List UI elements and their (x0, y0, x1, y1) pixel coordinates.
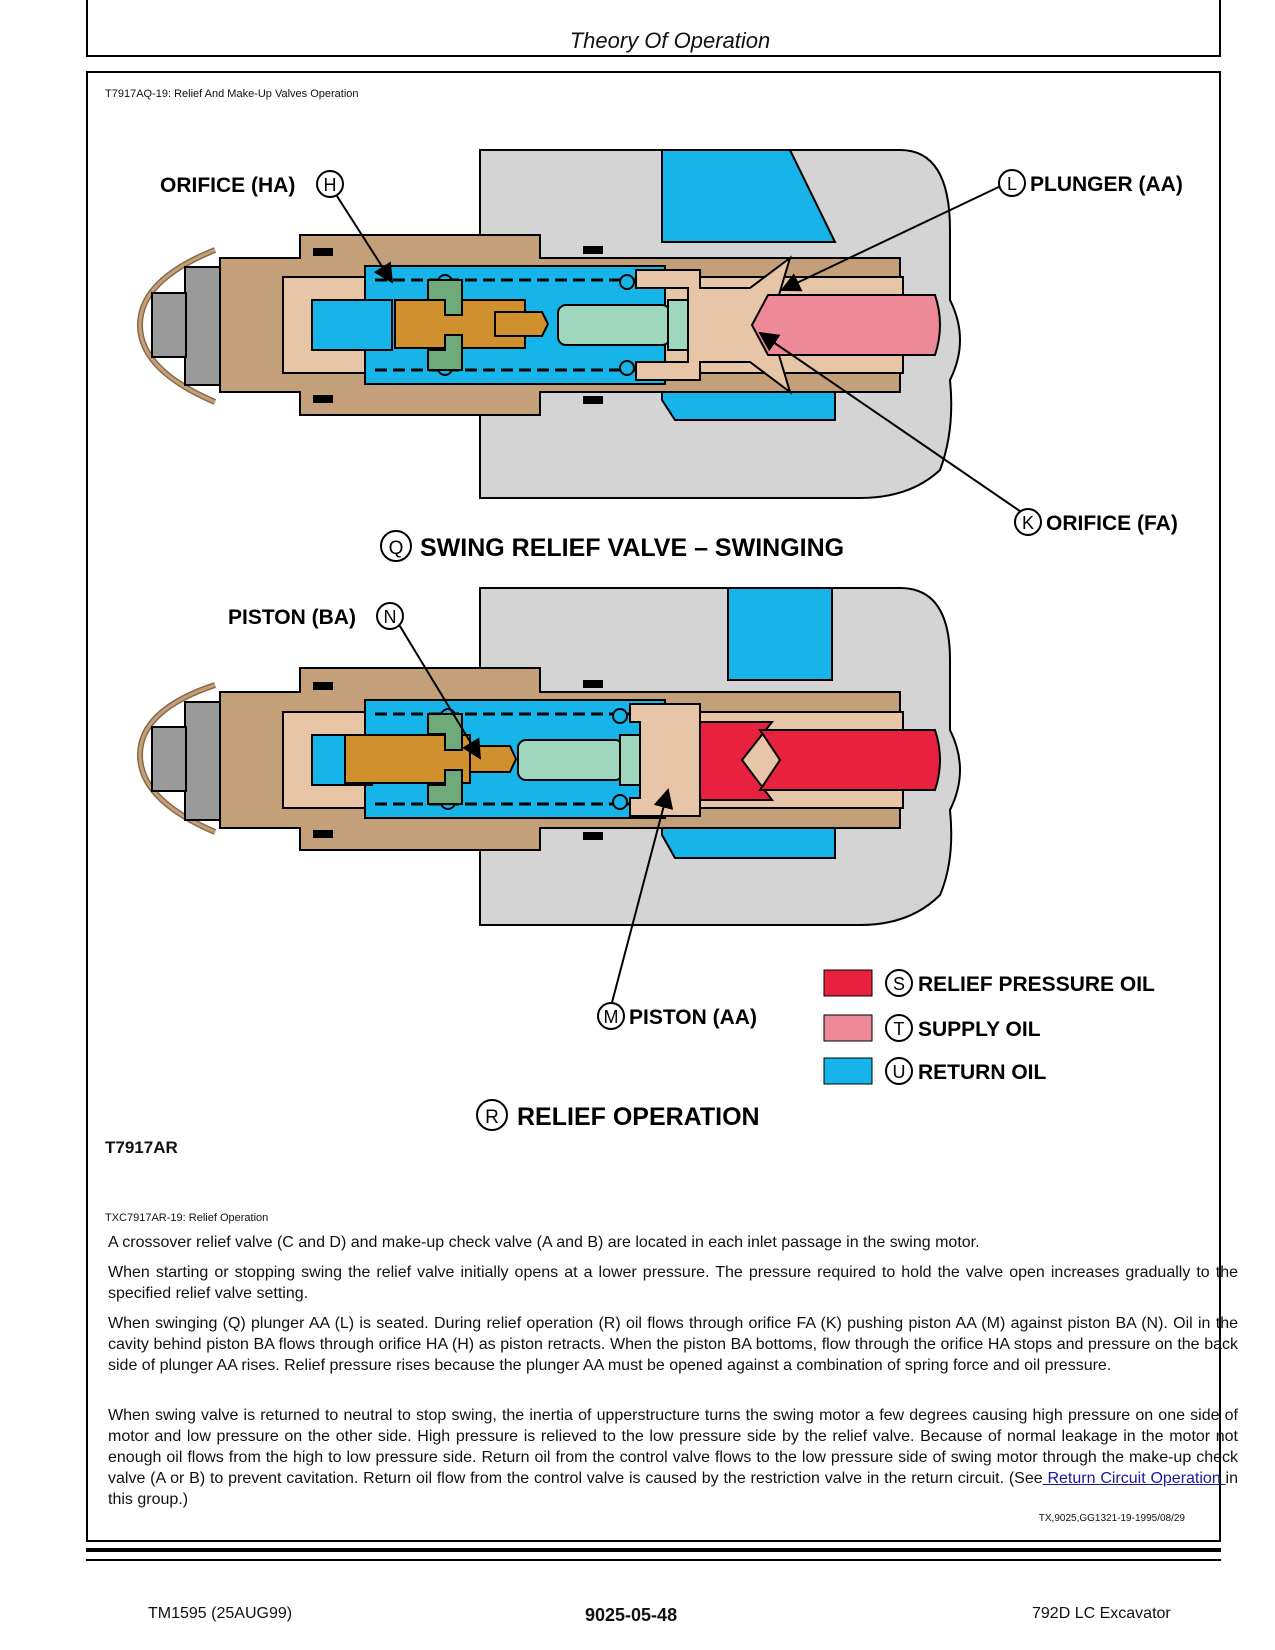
top-title-letter: Q (389, 538, 404, 559)
footer-manual-id: TM1595 (25AUG99) (148, 1605, 293, 1622)
figure-caption-top: T7917AQ-19: Relief And Make-Up Valves Op… (105, 88, 359, 100)
bottom-nut-end (151, 726, 187, 792)
content-frame (86, 71, 1221, 1542)
leader-orifice-fa (758, 331, 1031, 519)
return-circuit-link[interactable]: Return Circuit Operation (1042, 1470, 1226, 1487)
paragraph-1: A crossover relief valve (C and D) and m… (108, 1234, 980, 1251)
top-left-chamber (311, 299, 393, 351)
paragraph-3: When swinging (Q) plunger AA (L) is seat… (108, 1315, 1238, 1374)
footer-page-number: 9025-05-48 (585, 1605, 678, 1625)
page-title: Theory Of Operation (569, 28, 771, 53)
footer-rule-thin (86, 1559, 1221, 1561)
callout-piston-ba-label: PISTON (BA) (228, 606, 356, 629)
reference-code: TX,9025,GG1321-19-1995/08/29 (1038, 1513, 1185, 1524)
bottom-piston-ba (344, 734, 471, 784)
bottom-relief-inlet (758, 729, 941, 791)
paragraph-4-tail: in this group.) (108, 1470, 1238, 1508)
paragraph-2: When starting or stopping swing the reli… (108, 1264, 1238, 1302)
header-rule (86, 55, 1221, 57)
legend-swatch-return (823, 1057, 873, 1085)
leader-plunger-aa (780, 183, 1006, 292)
footer-rule-thick (86, 1548, 1221, 1552)
leader-orifice-ha (334, 192, 394, 284)
top-seat (635, 255, 792, 395)
bottom-nut (184, 701, 226, 821)
callout-m-letter: M (604, 1007, 619, 1027)
paragraph-4-text: When swing valve is returned to neutral … (108, 1407, 1238, 1487)
top-piston-ba-tip (494, 311, 550, 337)
footer-model: 792D LC Excavator (1032, 1605, 1171, 1622)
top-green-guide-lower (427, 334, 463, 371)
top-nut (184, 266, 226, 386)
bottom-diagram-title: RELIEF OPERATION (517, 1103, 760, 1131)
callout-plunger-aa-label: PLUNGER (AA) (1030, 173, 1183, 196)
bottom-piston-ba-tip (469, 745, 518, 773)
bottom-green-guide-lower (427, 769, 463, 805)
callout-n-letter: N (384, 607, 397, 627)
legend-swatch-supply (823, 1014, 873, 1042)
legend-t-letter: T (894, 1019, 905, 1039)
legend-s-letter: S (893, 974, 905, 994)
bottom-piston-aa (517, 739, 624, 781)
bottom-title-letter: R (485, 1107, 499, 1128)
top-return-port-upper (661, 149, 837, 243)
callout-k-letter: K (1022, 513, 1034, 533)
top-diagram-title: SWING RELIEF VALVE – SWINGING (420, 534, 844, 562)
callout-piston-aa-label: PISTON (AA) (629, 1006, 757, 1029)
legend-u-letter: U (893, 1062, 906, 1082)
bottom-relief-plunger (699, 721, 775, 801)
header-border-right (1219, 0, 1221, 56)
callout-l-letter: L (1007, 174, 1017, 194)
bottom-green-guide-upper (427, 713, 463, 751)
legend-label-relief: RELIEF PRESSURE OIL (918, 973, 1155, 996)
top-green-guide-upper (427, 279, 463, 316)
top-piston-aa (557, 304, 671, 346)
legend-label-supply: SUPPLY OIL (918, 1018, 1041, 1041)
legend-swatch-relief (823, 969, 873, 997)
callout-orifice-ha-label: ORIFICE (HA) (160, 174, 295, 197)
callout-h-letter: H (324, 175, 337, 195)
top-valve-assembly (136, 149, 961, 499)
bottom-valve-assembly (136, 587, 961, 926)
legend: S RELIEF PRESSURE OIL T SUPPLY OIL U RET… (823, 969, 1155, 1085)
top-supply-inlet (750, 294, 941, 356)
figure-caption-bottom: TXC7917AR-19: Relief Operation (105, 1212, 269, 1224)
leader-piston-ba (394, 617, 482, 760)
paragraph-4: When swing valve is returned to neutral … (108, 1405, 1238, 1510)
legend-label-return: RETURN OIL (918, 1061, 1047, 1084)
leader-piston-aa (609, 788, 674, 1011)
top-nut-end (151, 292, 187, 358)
callout-orifice-fa-label: ORIFICE (FA) (1046, 512, 1178, 535)
header-border-left (86, 0, 88, 56)
bottom-return-port-upper (727, 587, 833, 681)
relief-valve-diagram: ORIFICE (HA) H L PLUNGER (AA) K ORIFICE … (136, 149, 1183, 1131)
figure-id: T7917AR (105, 1138, 178, 1157)
